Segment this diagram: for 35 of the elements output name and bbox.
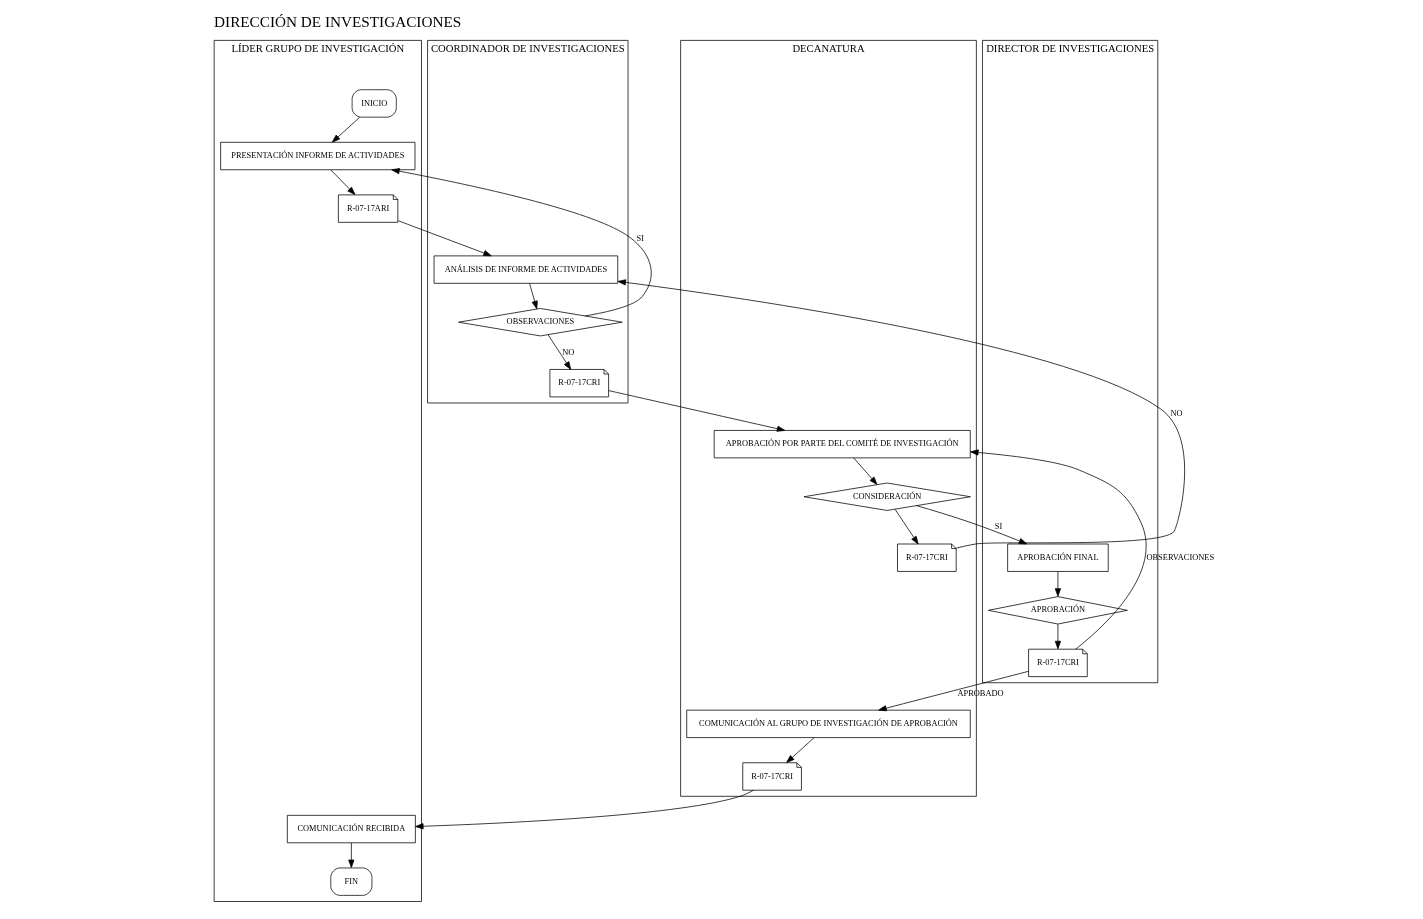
arrow — [397, 220, 492, 257]
arrow — [529, 283, 538, 310]
node-box: APROBACIÓN POR PARTE DEL COMITÉ DE INVESTIGACIÓN — [713, 430, 971, 459]
edge-label: NO — [1170, 408, 1183, 418]
node-box: INICIO — [351, 89, 397, 118]
edge-label: OBSERVACIONES — [1146, 552, 1215, 562]
arrow — [916, 505, 1028, 545]
node-diamond: APROBACIÓN — [988, 596, 1128, 625]
edge-label: SI — [994, 522, 1003, 532]
edge-label: SI — [636, 234, 644, 244]
node-diamond: OBSERVACIONES — [458, 308, 623, 337]
arrow — [348, 842, 355, 868]
arrow — [331, 116, 361, 143]
arrow — [894, 508, 919, 545]
arrow — [415, 789, 754, 830]
arrow — [391, 168, 652, 317]
arrow — [608, 390, 786, 432]
arrow — [330, 169, 356, 195]
arrow — [617, 279, 1185, 549]
arrow — [786, 737, 815, 763]
node-box: APROBACIÓN FINAL — [1007, 543, 1109, 572]
arrow — [547, 334, 572, 370]
arrow — [853, 457, 878, 485]
arrow — [1054, 571, 1061, 597]
node-box: COMUNICACIÓN RECIBIDA — [286, 814, 416, 844]
arrow — [878, 670, 1029, 712]
node-box: PRESENTACIÓN INFORME DE ACTIVIDADES — [220, 141, 416, 171]
node-box: COMUNICACIÓN AL GRUPO DE INVESTIGACIÓN DE APROBACIÓN — [686, 709, 971, 738]
arrow — [970, 449, 1147, 650]
node-box: ANÁLISIS DE INFORME DE ACTIVIDADES — [433, 255, 619, 284]
node-box: FIN — [330, 867, 373, 896]
diagram-title: DIRECCIÓN DE INVESTIGACIONES — [214, 12, 462, 30]
node-diamond: CONSIDERACIÓN — [803, 482, 971, 511]
arrow — [1054, 623, 1061, 650]
edge-label: NO — [562, 347, 575, 357]
